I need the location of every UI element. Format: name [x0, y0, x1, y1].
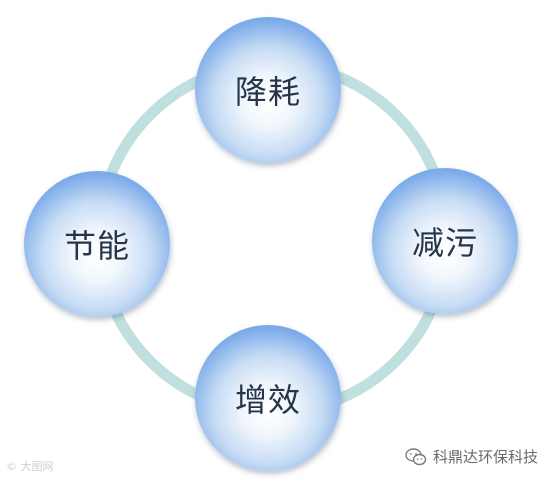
node-label-top: 降耗 — [234, 73, 301, 111]
node-bottom: 增效 — [195, 325, 341, 471]
node-label-right: 减污 — [411, 224, 478, 262]
node-label-bottom: 增效 — [234, 381, 301, 419]
wechat-icon — [405, 447, 427, 465]
watermark-left: © 大图网 — [6, 460, 54, 473]
watermark-right-text: 科鼎达环保科技 — [432, 448, 538, 466]
node-left: 节能 — [24, 171, 170, 317]
node-right: 减污 — [372, 168, 518, 314]
watermark-right: 科鼎达环保科技 — [405, 446, 538, 467]
node-label-left: 节能 — [63, 227, 130, 265]
node-top: 降耗 — [195, 17, 341, 163]
